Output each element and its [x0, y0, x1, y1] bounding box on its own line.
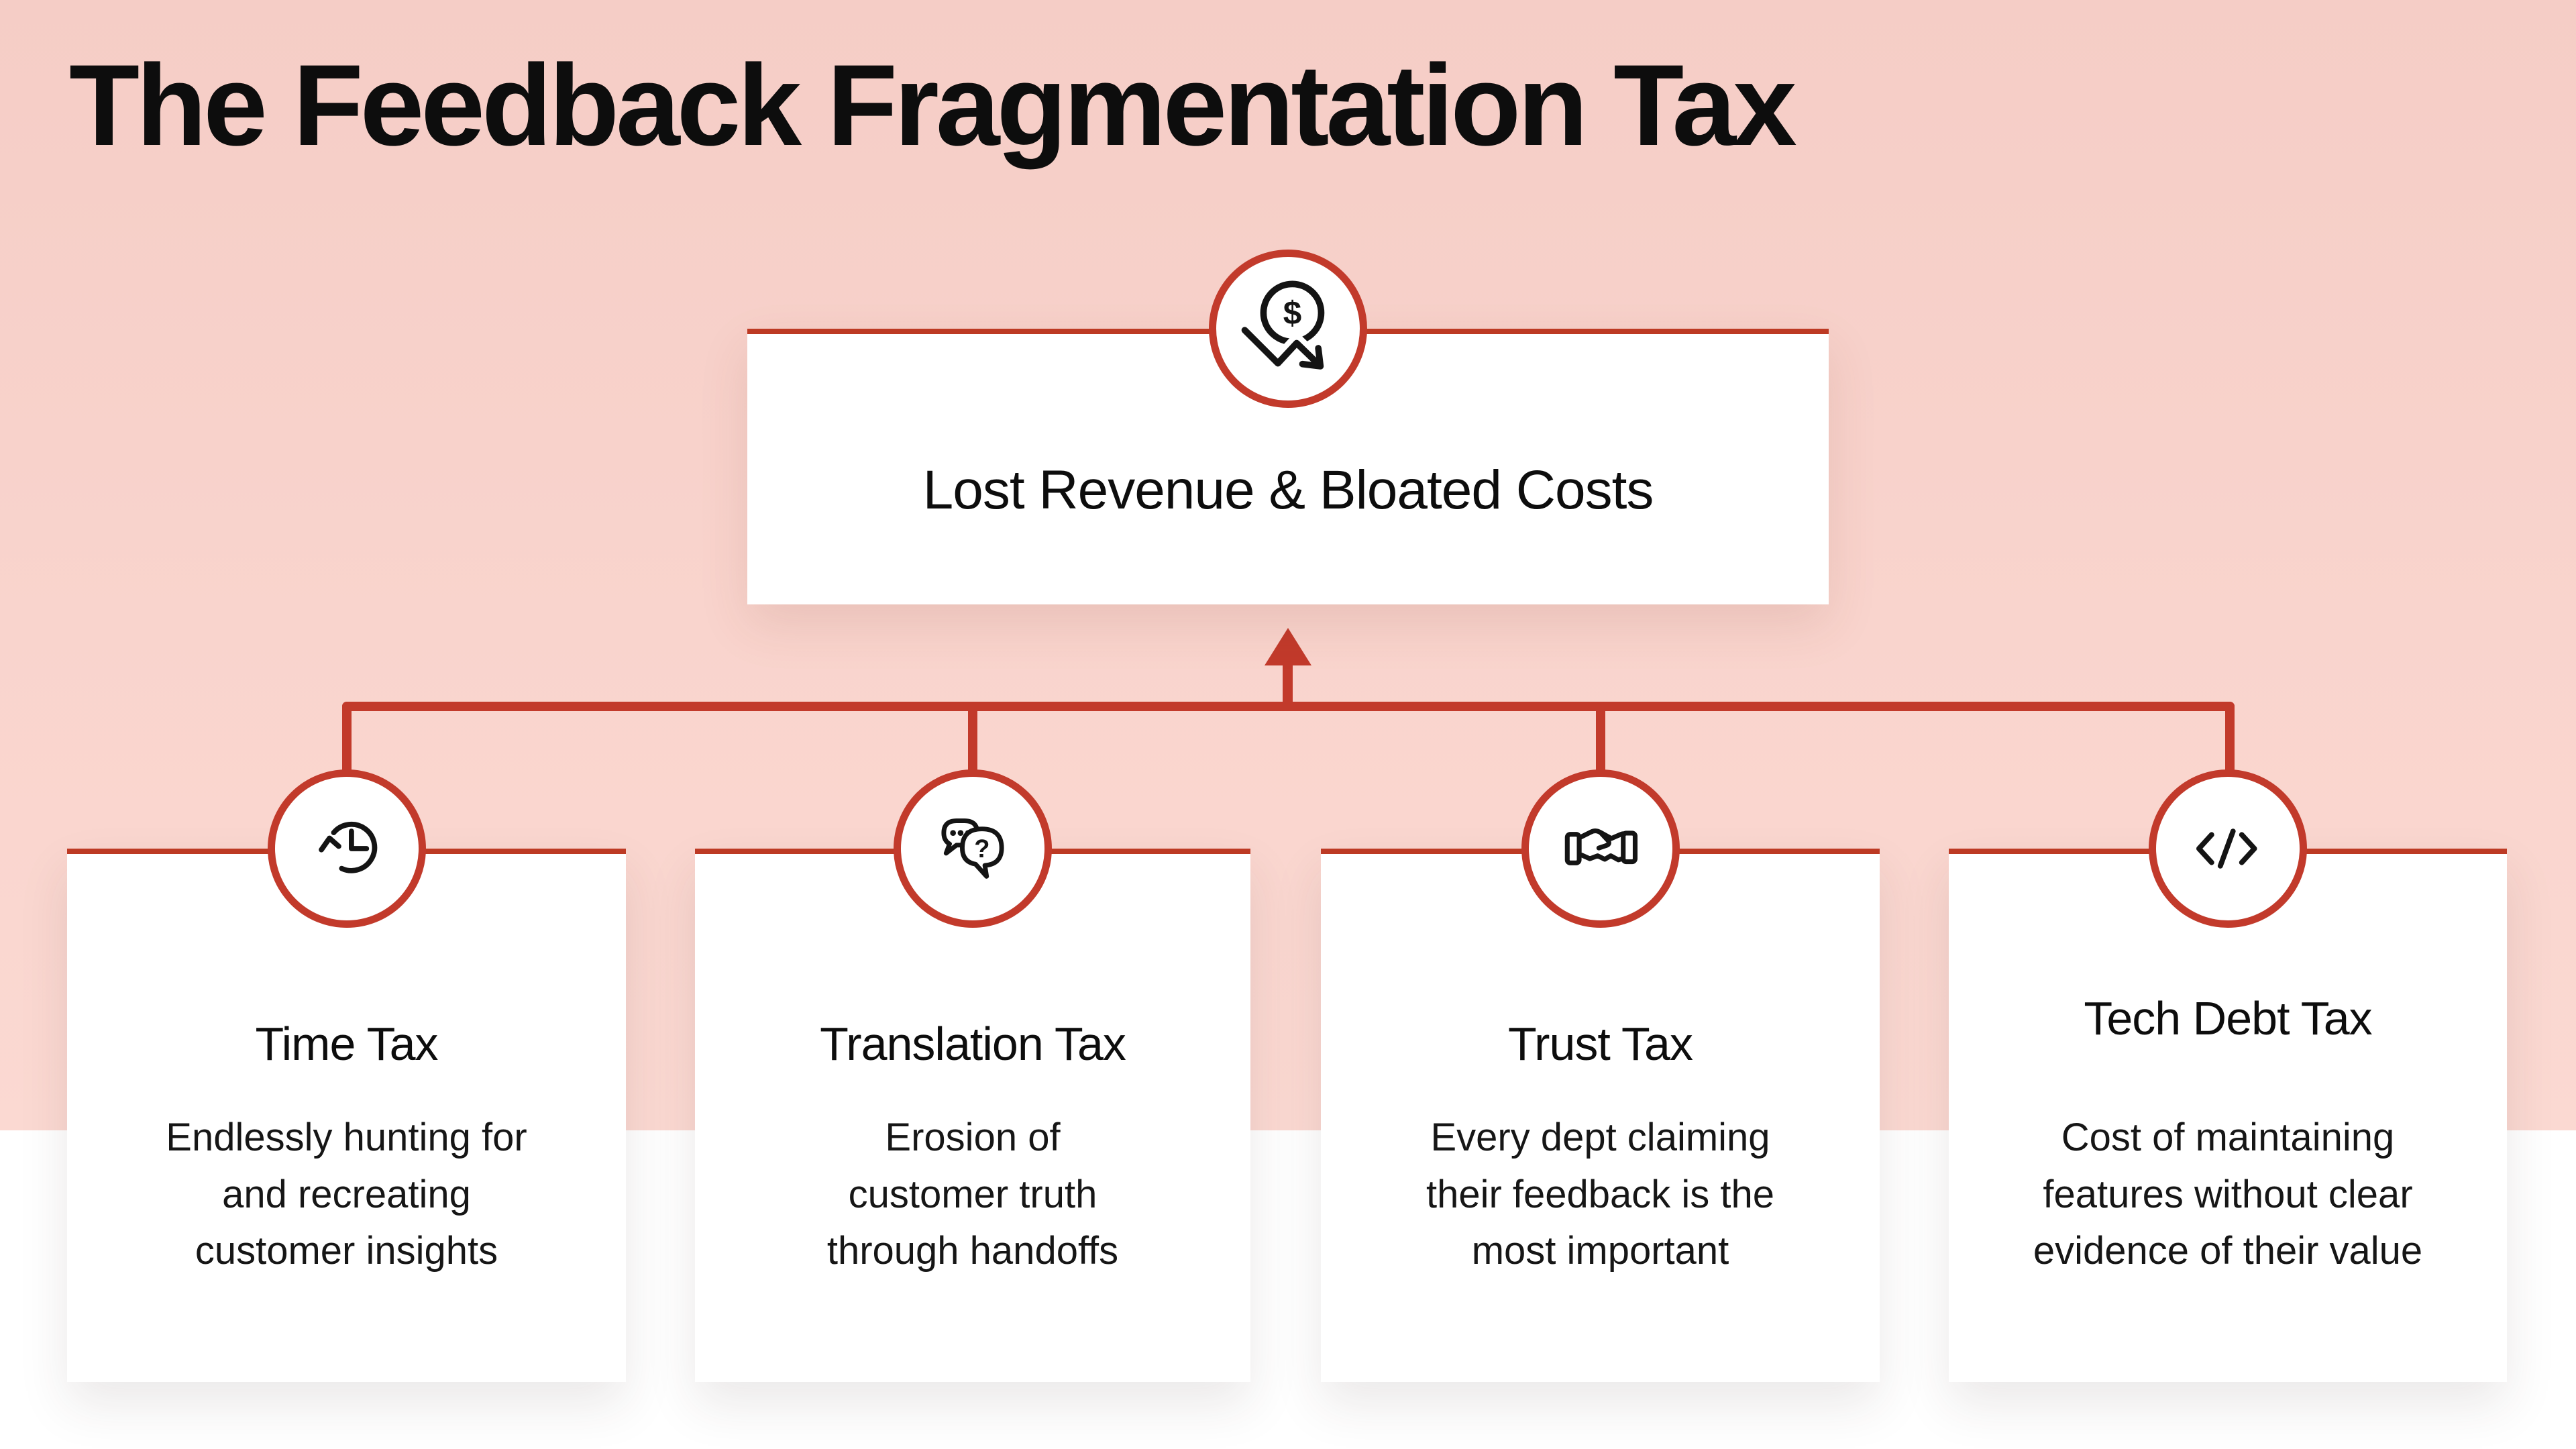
chat-question-bubbles-icon: ? [941, 818, 1004, 879]
connector-stub-tech-debt-tax [2225, 702, 2235, 781]
svg-text:$: $ [1283, 295, 1302, 332]
card-title: Trust Tax [1508, 1018, 1693, 1070]
connector-horizontal-line [342, 702, 2235, 711]
connector-stub-translation-tax [968, 702, 977, 781]
time-tax-icon-circle [268, 769, 426, 928]
svg-text:?: ? [974, 835, 989, 863]
card-translation-tax: Translation Tax Erosion of customer trut… [695, 849, 1250, 1382]
card-trust-tax: Trust Tax Every dept claiming their feed… [1321, 849, 1880, 1382]
card-time-tax: Time Tax Endlessly hunting for and recre… [67, 849, 626, 1382]
translation-tax-icon-circle: ? [894, 769, 1052, 928]
trust-tax-icon-circle [1521, 769, 1680, 928]
card-title: Time Tax [255, 1018, 438, 1070]
root-node-label: Lost Revenue & Bloated Costs [922, 459, 1654, 521]
card-tech-debt-tax: Tech Debt Tax Cost of maintaining featur… [1949, 849, 2507, 1382]
card-title: Translation Tax [820, 1018, 1126, 1070]
up-arrowhead [1265, 628, 1311, 665]
tech-debt-tax-icon-circle [2149, 769, 2307, 928]
code-brackets-icon [2196, 828, 2257, 869]
card-title: Tech Debt Tax [2084, 992, 2372, 1044]
handshake-icon [1564, 828, 1638, 865]
page-title: The Feedback Fragmentation Tax [69, 41, 1797, 170]
connector-arrow-stem [1283, 661, 1293, 706]
time-history-clock-icon [319, 821, 378, 873]
card-description: Every dept claiming their feedback is th… [1426, 1116, 1775, 1273]
card-description: Erosion of customer truth through handof… [826, 1116, 1119, 1273]
declining-dollar-icon: $ [1236, 280, 1329, 374]
card-description: Cost of maintaining features without cle… [2033, 1116, 2423, 1273]
connector-stub-time-tax [342, 702, 352, 781]
root-icon-circle: $ [1209, 250, 1367, 408]
card-description: Endlessly hunting for and recreating cus… [166, 1116, 527, 1273]
connector-stub-trust-tax [1596, 702, 1605, 781]
